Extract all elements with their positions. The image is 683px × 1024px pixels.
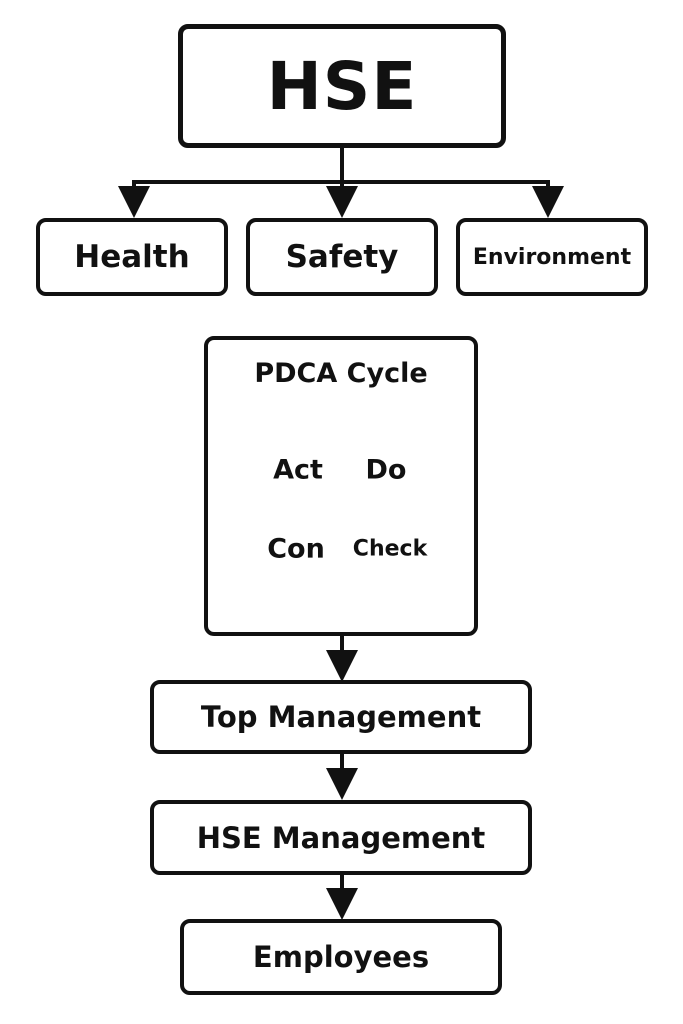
pdca-con-label: Con <box>267 533 325 565</box>
pdca-check-label: Check <box>352 536 428 562</box>
hse-title: HSE <box>266 47 418 125</box>
pillar-environment-label: Environment <box>472 244 632 270</box>
pillar-safety-box: Safety <box>246 218 438 296</box>
pdca-act-label: Act <box>273 454 323 486</box>
pdca-container: PDCA Cycle <box>204 336 478 636</box>
pillar-safety-label: Safety <box>285 239 399 275</box>
employees-label: Employees <box>252 940 430 974</box>
pillar-environment-box: Environment <box>456 218 648 296</box>
hse-root-box: HSE <box>178 24 506 148</box>
pillar-health-label: Health <box>74 239 190 275</box>
pillar-health-box: Health <box>36 218 228 296</box>
top-management-label: Top Management <box>200 700 482 734</box>
hse-management-box: HSE Management <box>150 800 532 875</box>
pdca-title: PDCA Cycle <box>254 358 428 389</box>
employees-box: Employees <box>180 919 502 995</box>
hse-management-label: HSE Management <box>196 820 486 855</box>
top-management-box: Top Management <box>150 680 532 754</box>
pdca-do-label: Do <box>365 454 407 486</box>
